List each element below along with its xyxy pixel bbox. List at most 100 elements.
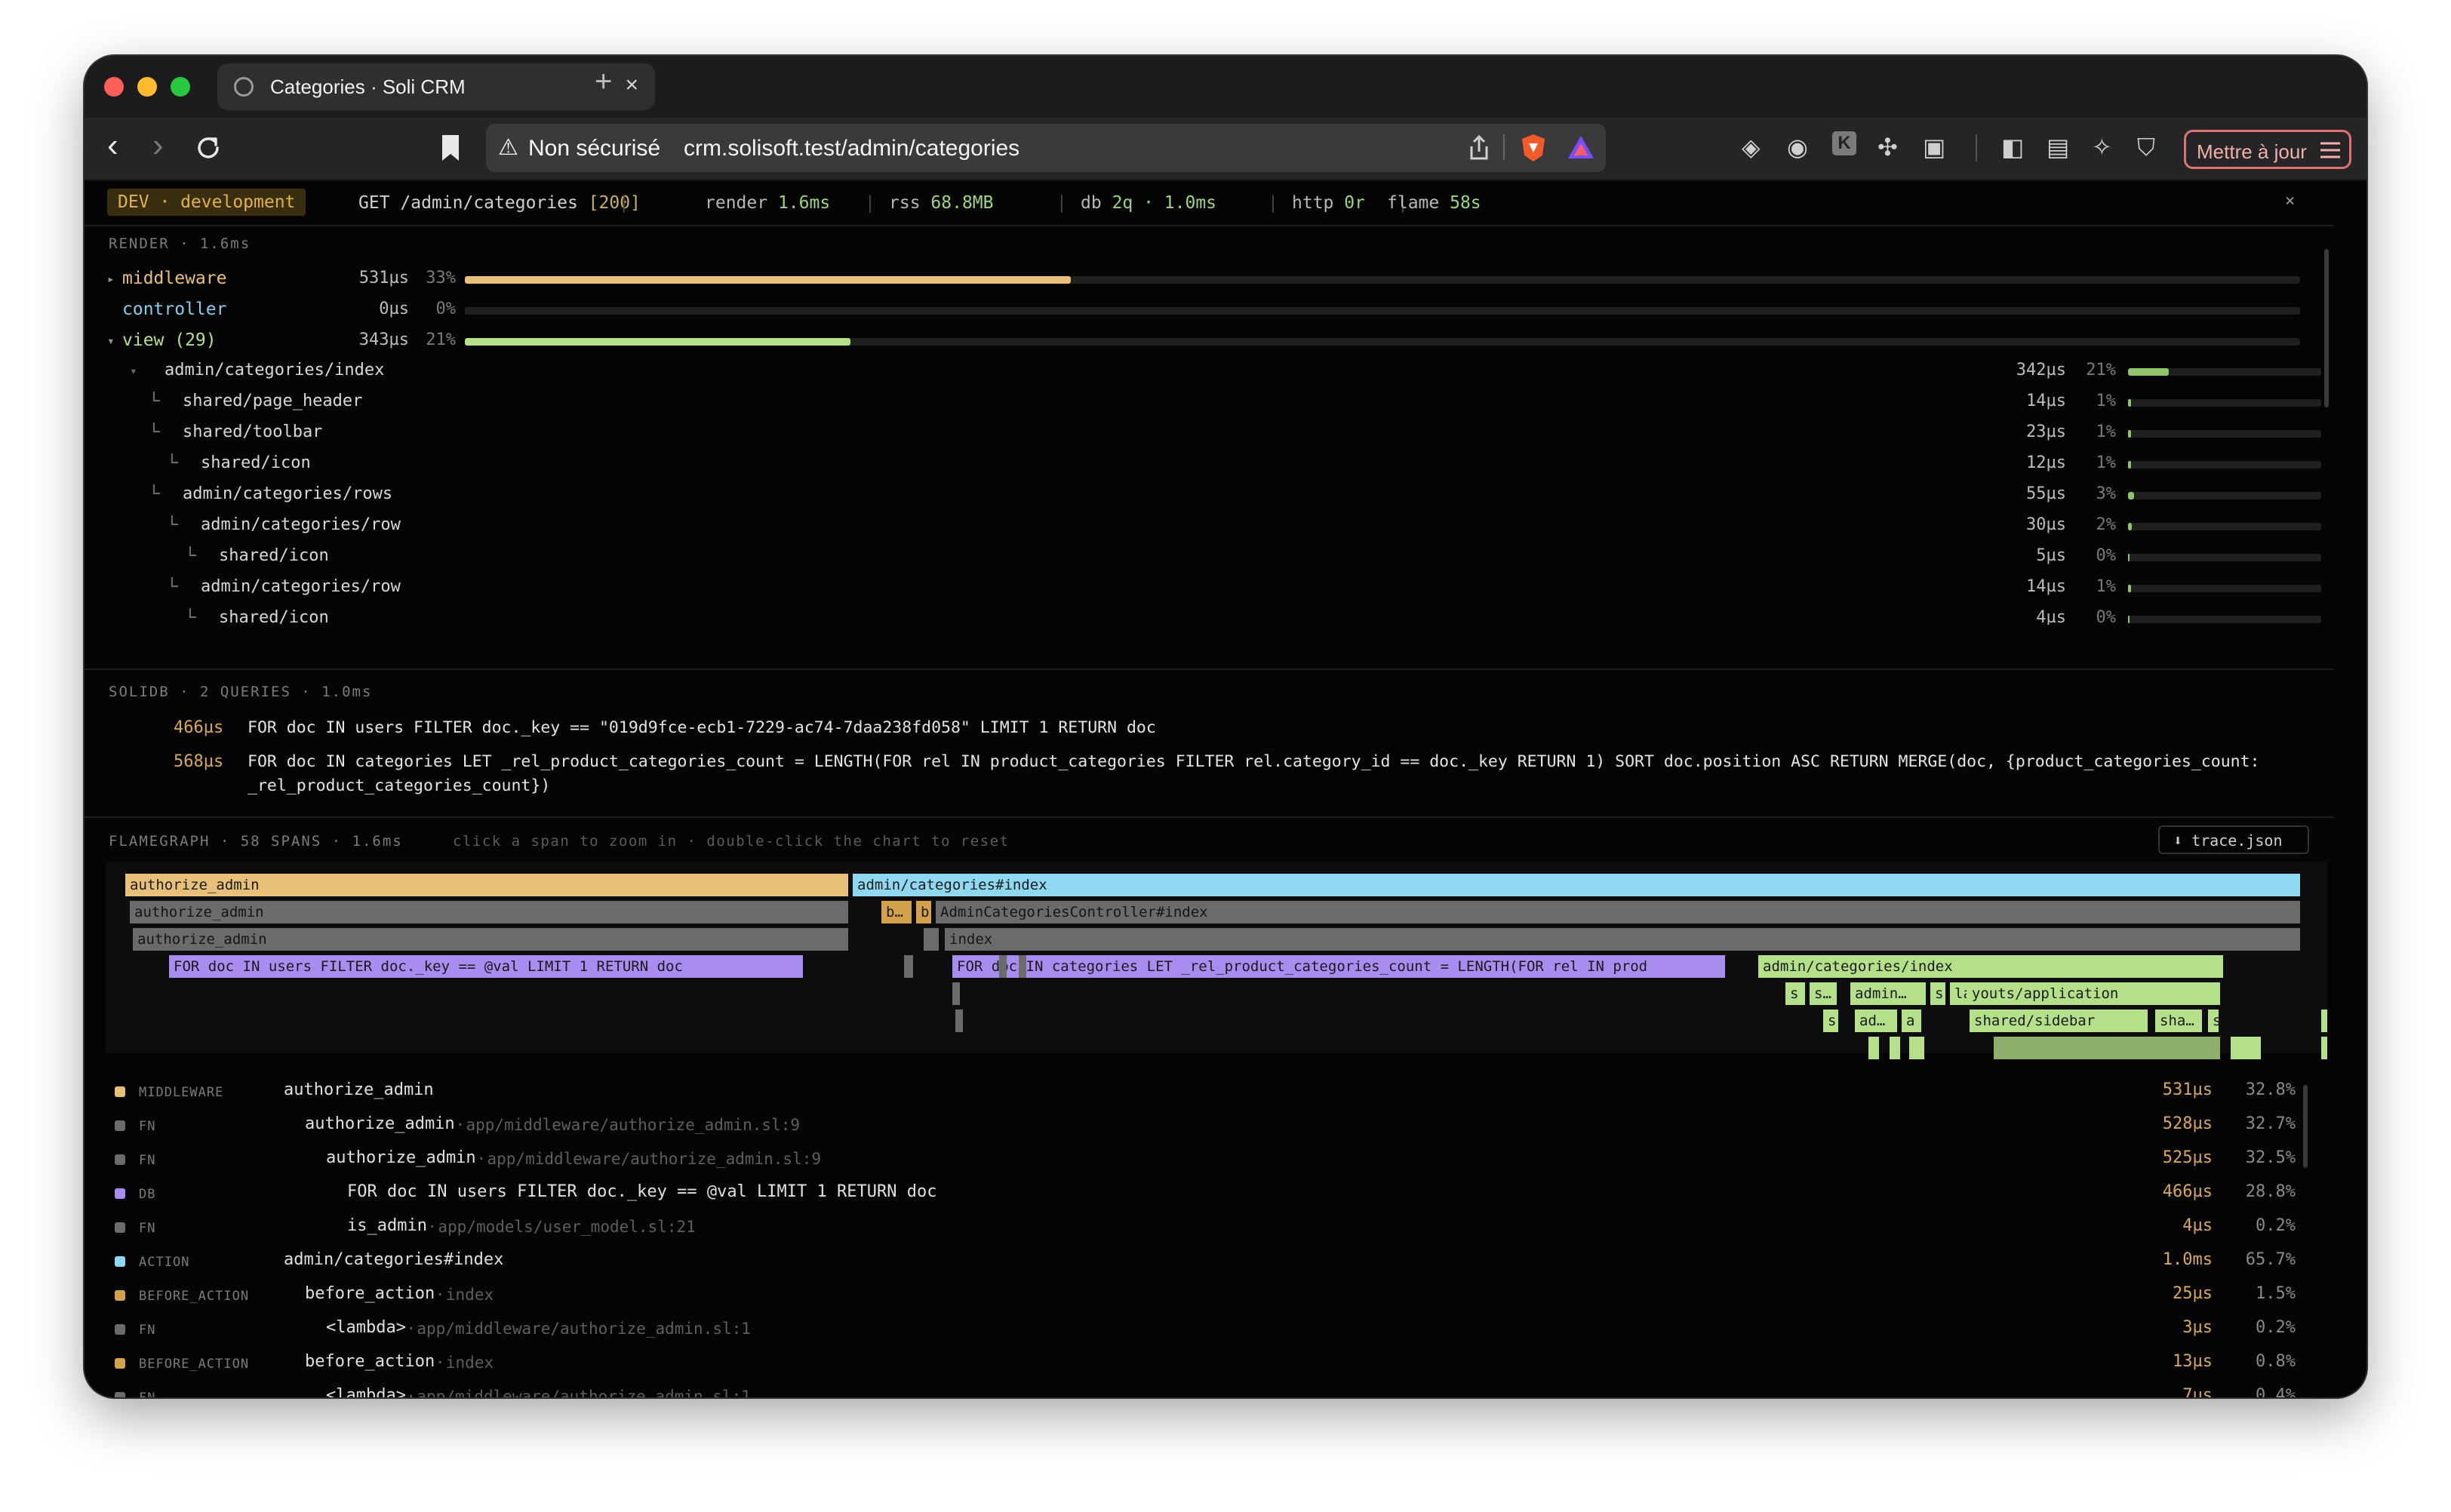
brave-rewards-icon[interactable]: [1567, 134, 1595, 160]
span-detail-row[interactable]: FN<lambda>app/middleware/authorize_admin…: [85, 1386, 2333, 1397]
details-scrollbar[interactable]: [2303, 1085, 2308, 1168]
row-toggle-icon[interactable]: ▾: [107, 333, 115, 348]
flame-span[interactable]: b: [916, 901, 931, 923]
url-text[interactable]: crm.solisoft.test/admin/categories: [684, 136, 1020, 161]
flame-span-small[interactable]: [1909, 1037, 1924, 1059]
flame-span-small[interactable]: [1868, 1037, 1879, 1059]
camera-icon[interactable]: ◉: [1787, 133, 1808, 161]
flame-span-small[interactable]: [904, 955, 913, 978]
flame-span[interactable]: shared/sidebar: [1970, 1010, 2148, 1032]
flame-span-small[interactable]: [2321, 1010, 2327, 1032]
render-view-name: shared/toolbar: [183, 423, 323, 441]
debugbar-close-icon[interactable]: ×: [2285, 192, 2296, 211]
flame-span[interactable]: authorize_admin: [125, 874, 848, 896]
flame-span-small[interactable]: [1890, 1037, 1900, 1059]
flame-span[interactable]: authorize_admin: [130, 901, 848, 923]
span-detail-row[interactable]: FN<lambda>app/middleware/authorize_admin…: [85, 1318, 2333, 1348]
flame-span[interactable]: admin…: [1850, 982, 1926, 1005]
trace-json-button[interactable]: ⬇ trace.json: [2158, 825, 2309, 854]
flame-span-small[interactable]: [1994, 1037, 2220, 1059]
flame-span[interactable]: ad…: [1855, 1010, 1897, 1032]
forward-icon[interactable]: ›: [152, 127, 164, 164]
flame-span[interactable]: AdminCategoriesController#index: [936, 901, 2300, 923]
new-tab-button[interactable]: +: [595, 65, 613, 98]
tab-close-icon[interactable]: ×: [625, 72, 638, 97]
span-kind-dot: [115, 1256, 125, 1267]
shield-icon[interactable]: ⛉: [2137, 133, 2156, 161]
flame-span[interactable]: s: [1785, 982, 1805, 1005]
render-view-bar-fill: [2128, 585, 2131, 592]
flame-span[interactable]: sha…: [2155, 1010, 2202, 1032]
db-stat-value: 2q · 1.0ms: [1112, 193, 1217, 213]
flame-span[interactable]: admin/categories#index: [853, 874, 2300, 896]
flame-span-small[interactable]: [1019, 955, 1026, 978]
flame-span[interactable]: s: [1930, 982, 1945, 1005]
update-button[interactable]: Mettre à jour: [2184, 130, 2351, 169]
address-bar[interactable]: ⚠ Non sécurisé crm.solisoft.test/admin/c…: [486, 124, 1606, 172]
share-icon[interactable]: [1467, 134, 1491, 161]
flame-span[interactable]: s: [1823, 1010, 1838, 1032]
sidebar-toggle-icon[interactable]: ◧: [2001, 133, 2025, 161]
flame-span[interactable]: FOR doc IN users FILTER doc._key == @val…: [169, 955, 803, 978]
brave-shield-icon[interactable]: [1520, 133, 1547, 163]
zoom-window-button[interactable]: [171, 77, 190, 97]
flame-span[interactable]: layouts/application: [1950, 982, 2220, 1005]
flame-span-small[interactable]: [924, 928, 933, 951]
back-icon[interactable]: ‹: [107, 127, 118, 164]
close-window-button[interactable]: [104, 77, 124, 97]
flame-span-small[interactable]: [999, 955, 1007, 978]
flame-span-small[interactable]: [933, 928, 939, 951]
bookmark-icon[interactable]: [439, 133, 462, 163]
render-scrollbar[interactable]: [2324, 249, 2329, 407]
flame-span[interactable]: admin/categories/index: [1758, 955, 2223, 978]
flame-span-small[interactable]: [2321, 1037, 2327, 1059]
render-view-time: 342µs: [2016, 361, 2066, 380]
flame-span[interactable]: index: [945, 928, 2300, 951]
reload-icon[interactable]: [193, 133, 223, 163]
vpn-icon[interactable]: ◈: [1742, 133, 1761, 161]
render-view-name: admin/categories/row: [201, 577, 401, 596]
security-label[interactable]: Non sécurisé: [528, 136, 661, 161]
extensions-puzzle-icon[interactable]: ✣: [1877, 133, 1898, 161]
tab-categories[interactable]: Categories · Soli CRM ×: [217, 63, 655, 110]
k-extension-icon[interactable]: K: [1832, 131, 1856, 155]
flame-span-small[interactable]: [2231, 1037, 2261, 1059]
screenshot-icon[interactable]: ▣: [1923, 133, 1946, 161]
flame-span-small[interactable]: [1967, 982, 1973, 1005]
render-row-name: middleware: [122, 269, 227, 288]
flame-span[interactable]: b…: [881, 901, 912, 923]
flame-span[interactable]: authorize_admin: [133, 928, 848, 951]
flame-span[interactable]: FOR doc IN categories LET _rel_product_c…: [952, 955, 1725, 978]
row-toggle-icon[interactable]: ▸: [107, 272, 115, 286]
flame-span-small[interactable]: [952, 982, 960, 1005]
wallet-icon[interactable]: ▤: [2047, 133, 2070, 161]
leo-ai-icon[interactable]: ✧: [2092, 133, 2112, 161]
flame-span[interactable]: s: [2208, 1010, 2219, 1032]
flame-span[interactable]: a: [1902, 1010, 1921, 1032]
flame-span[interactable]: s…: [1810, 982, 1837, 1005]
minimize-window-button[interactable]: [137, 77, 157, 97]
flame-span-small[interactable]: [955, 1010, 963, 1032]
